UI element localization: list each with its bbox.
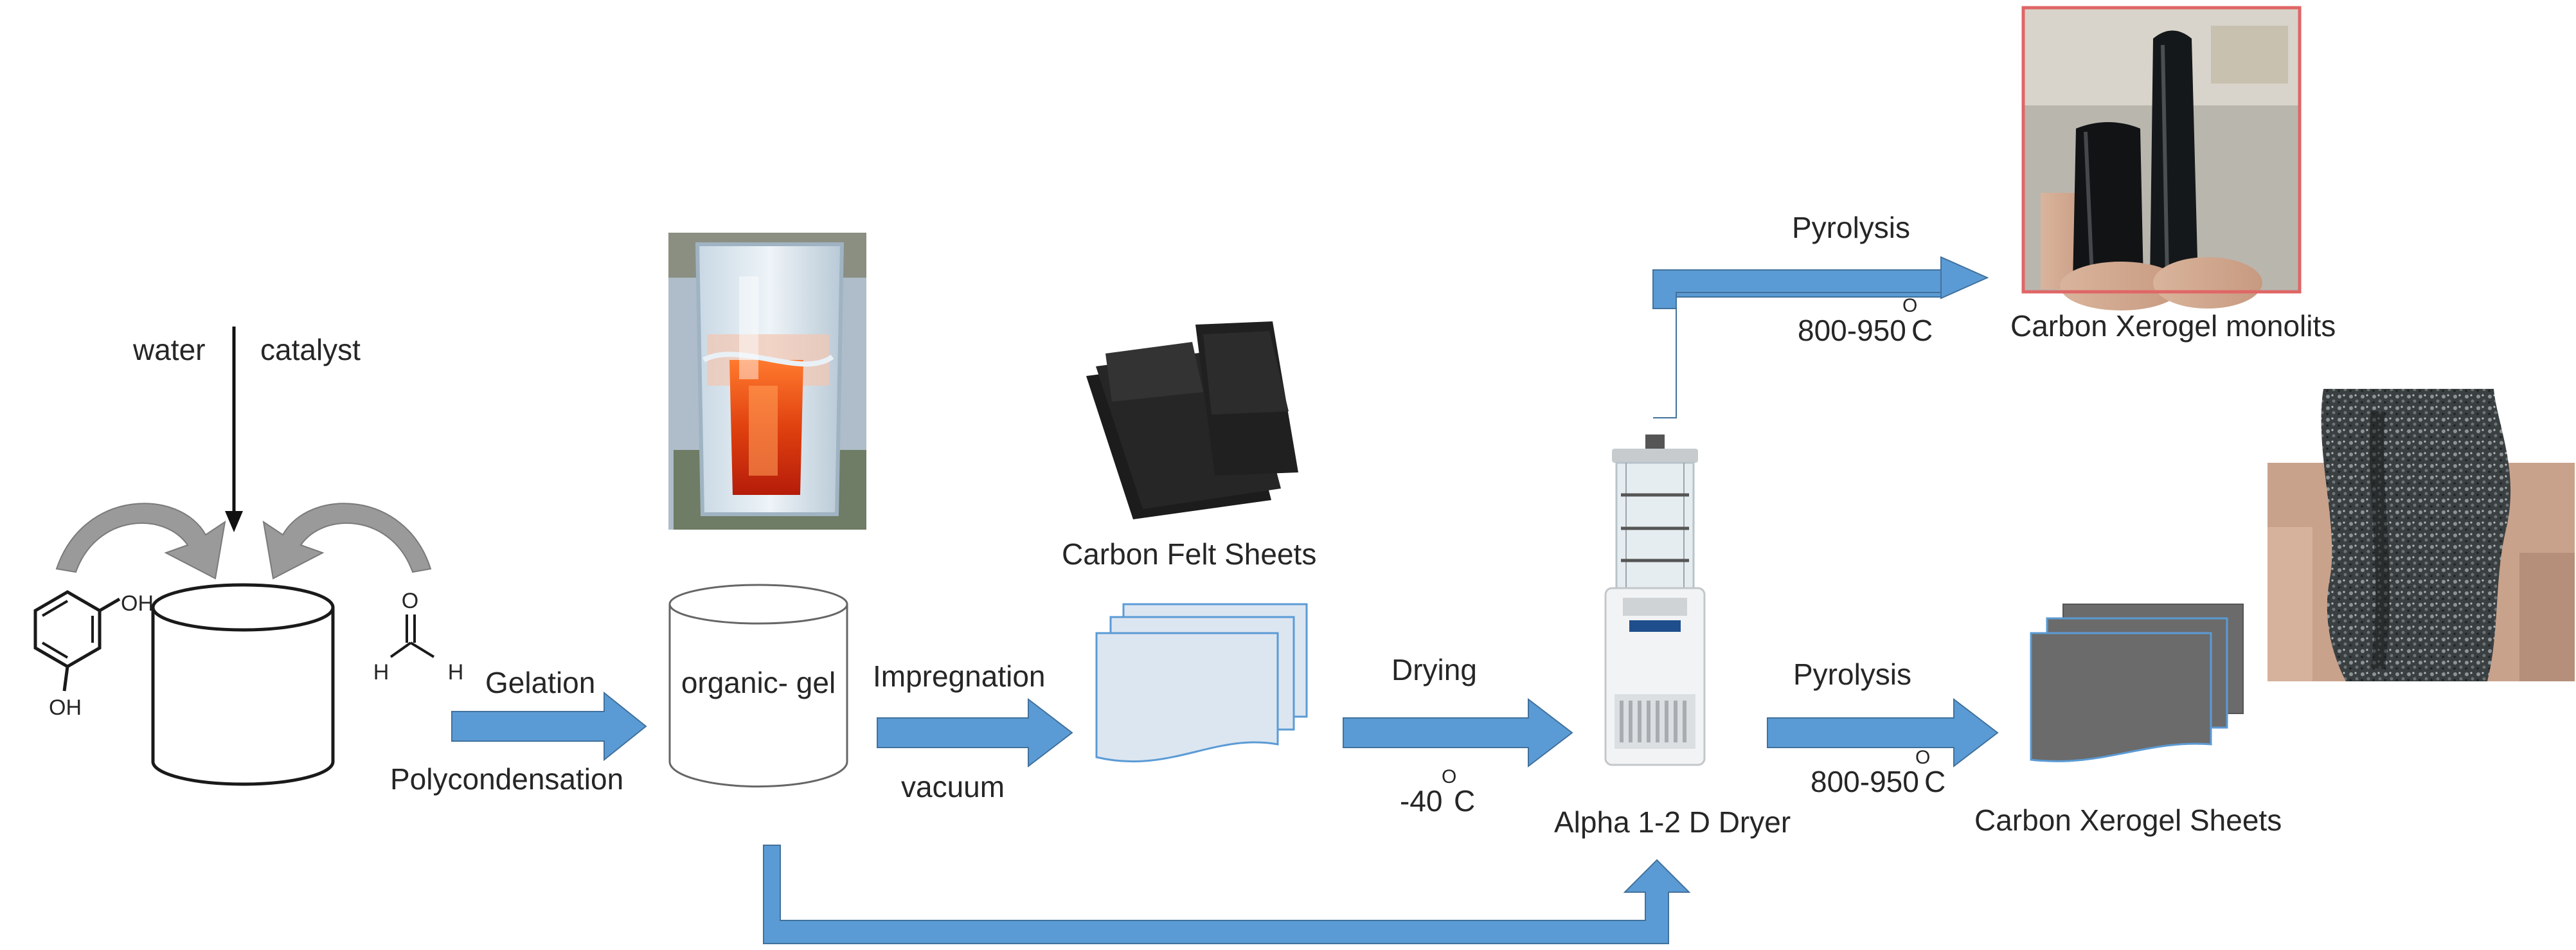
catalyst-label: catalyst (260, 333, 361, 366)
pyrolysis-bottom-unit: C (1924, 765, 1945, 798)
drying-temperature-unit: C (1454, 784, 1475, 818)
freeze-dryer-image (1604, 435, 1706, 766)
carbon-xerogel-monoliths-photo (2021, 6, 2302, 310)
drying-temperature-value: -40 (1400, 784, 1442, 818)
formaldehyde-structure: O H H (373, 589, 464, 685)
curved-arrow-left (55, 503, 226, 580)
dryer-name-label: Alpha 1-2 D Dryer (1554, 805, 1791, 839)
gelation-label: Gelation (485, 666, 595, 699)
formaldehyde-hydrogen-right: H (448, 660, 464, 685)
reaction-vessel (151, 583, 335, 786)
pyrolysis-top-temperature: 800-950 (1798, 314, 1906, 347)
pyrolysis-bottom-temperature: 800-950 (1811, 765, 1919, 798)
water-label: water (132, 333, 205, 366)
bypass-arrow (763, 845, 1691, 944)
resorcinol-structure: OH OH (33, 590, 154, 720)
xerogel-sheet-closeup-photo (2267, 386, 2575, 681)
pyrolysis-bottom-degree-o: O (1915, 747, 1930, 768)
formaldehyde-oxygen-label: O (402, 589, 418, 613)
pyrolysis-bottom-arrow (1767, 697, 1999, 768)
pyrolysis-bottom-label: Pyrolysis (1793, 658, 1911, 691)
carbon-felt-sheets-image (1086, 321, 1298, 519)
drying-label: Drying (1391, 653, 1477, 686)
carbon-felt-sheets-label: Carbon Felt Sheets (1062, 537, 1316, 571)
impregnation-label: Impregnation (873, 659, 1046, 693)
monoliths-label: Carbon Xerogel monolits (2010, 309, 2336, 343)
polycondensation-label: Polycondensation (390, 762, 623, 796)
curved-arrow-right (262, 503, 432, 580)
hydroxyl-label-top: OH (121, 591, 154, 616)
pyrolysis-top-unit: C (1911, 314, 1933, 347)
vacuum-label: vacuum (901, 770, 1005, 803)
hydroxyl-label-bottom: OH (49, 695, 82, 720)
pyrolysis-top-label: Pyrolysis (1792, 211, 1910, 244)
drying-degree-o: O (1442, 766, 1456, 787)
impregnation-arrow (877, 697, 1073, 768)
felt-sheet-stack (1095, 603, 1308, 763)
reagent-down-arrow (225, 327, 243, 532)
formaldehyde-hydrogen-left: H (373, 660, 389, 685)
organic-gel-photo (668, 233, 866, 530)
pyrolysis-top-degree-o: O (1902, 295, 1917, 316)
pyrolysis-top-arrow (1652, 256, 1989, 418)
gelation-arrow (451, 691, 647, 762)
organic-gel-label: organic- gel (681, 666, 836, 699)
xerogel-sheets-label: Carbon Xerogel Sheets (1974, 803, 2282, 837)
carbon-xerogel-sheet-stack (2030, 604, 2244, 762)
drying-arrow (1343, 697, 1573, 768)
organic-gel-vessel (668, 584, 848, 788)
